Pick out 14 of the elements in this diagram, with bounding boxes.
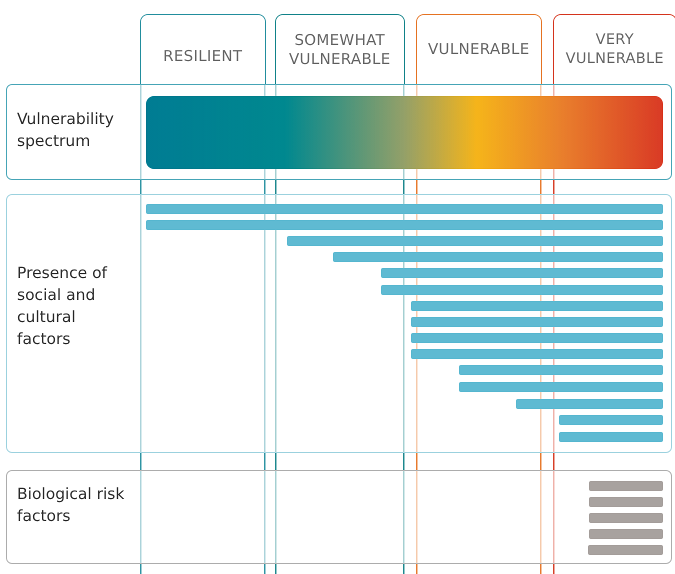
column-label: VULNERABLE (428, 40, 530, 59)
column-label: VERY VULNERABLE (564, 30, 665, 68)
row-label: Presence of social and cultural factors (17, 263, 108, 350)
row-panel (6, 470, 672, 564)
row-label: Vulnerability spectrum (17, 109, 115, 152)
column-label: SOMEWHAT VULNERABLE (288, 30, 392, 68)
column-header (416, 14, 542, 84)
column-header (553, 14, 675, 84)
column-label: RESILIENT (163, 47, 242, 66)
column-header (140, 14, 266, 84)
row-panel (6, 84, 672, 180)
row-label: Biological risk factors (17, 484, 126, 527)
column-header (275, 14, 404, 84)
gradient-bar (146, 96, 662, 168)
